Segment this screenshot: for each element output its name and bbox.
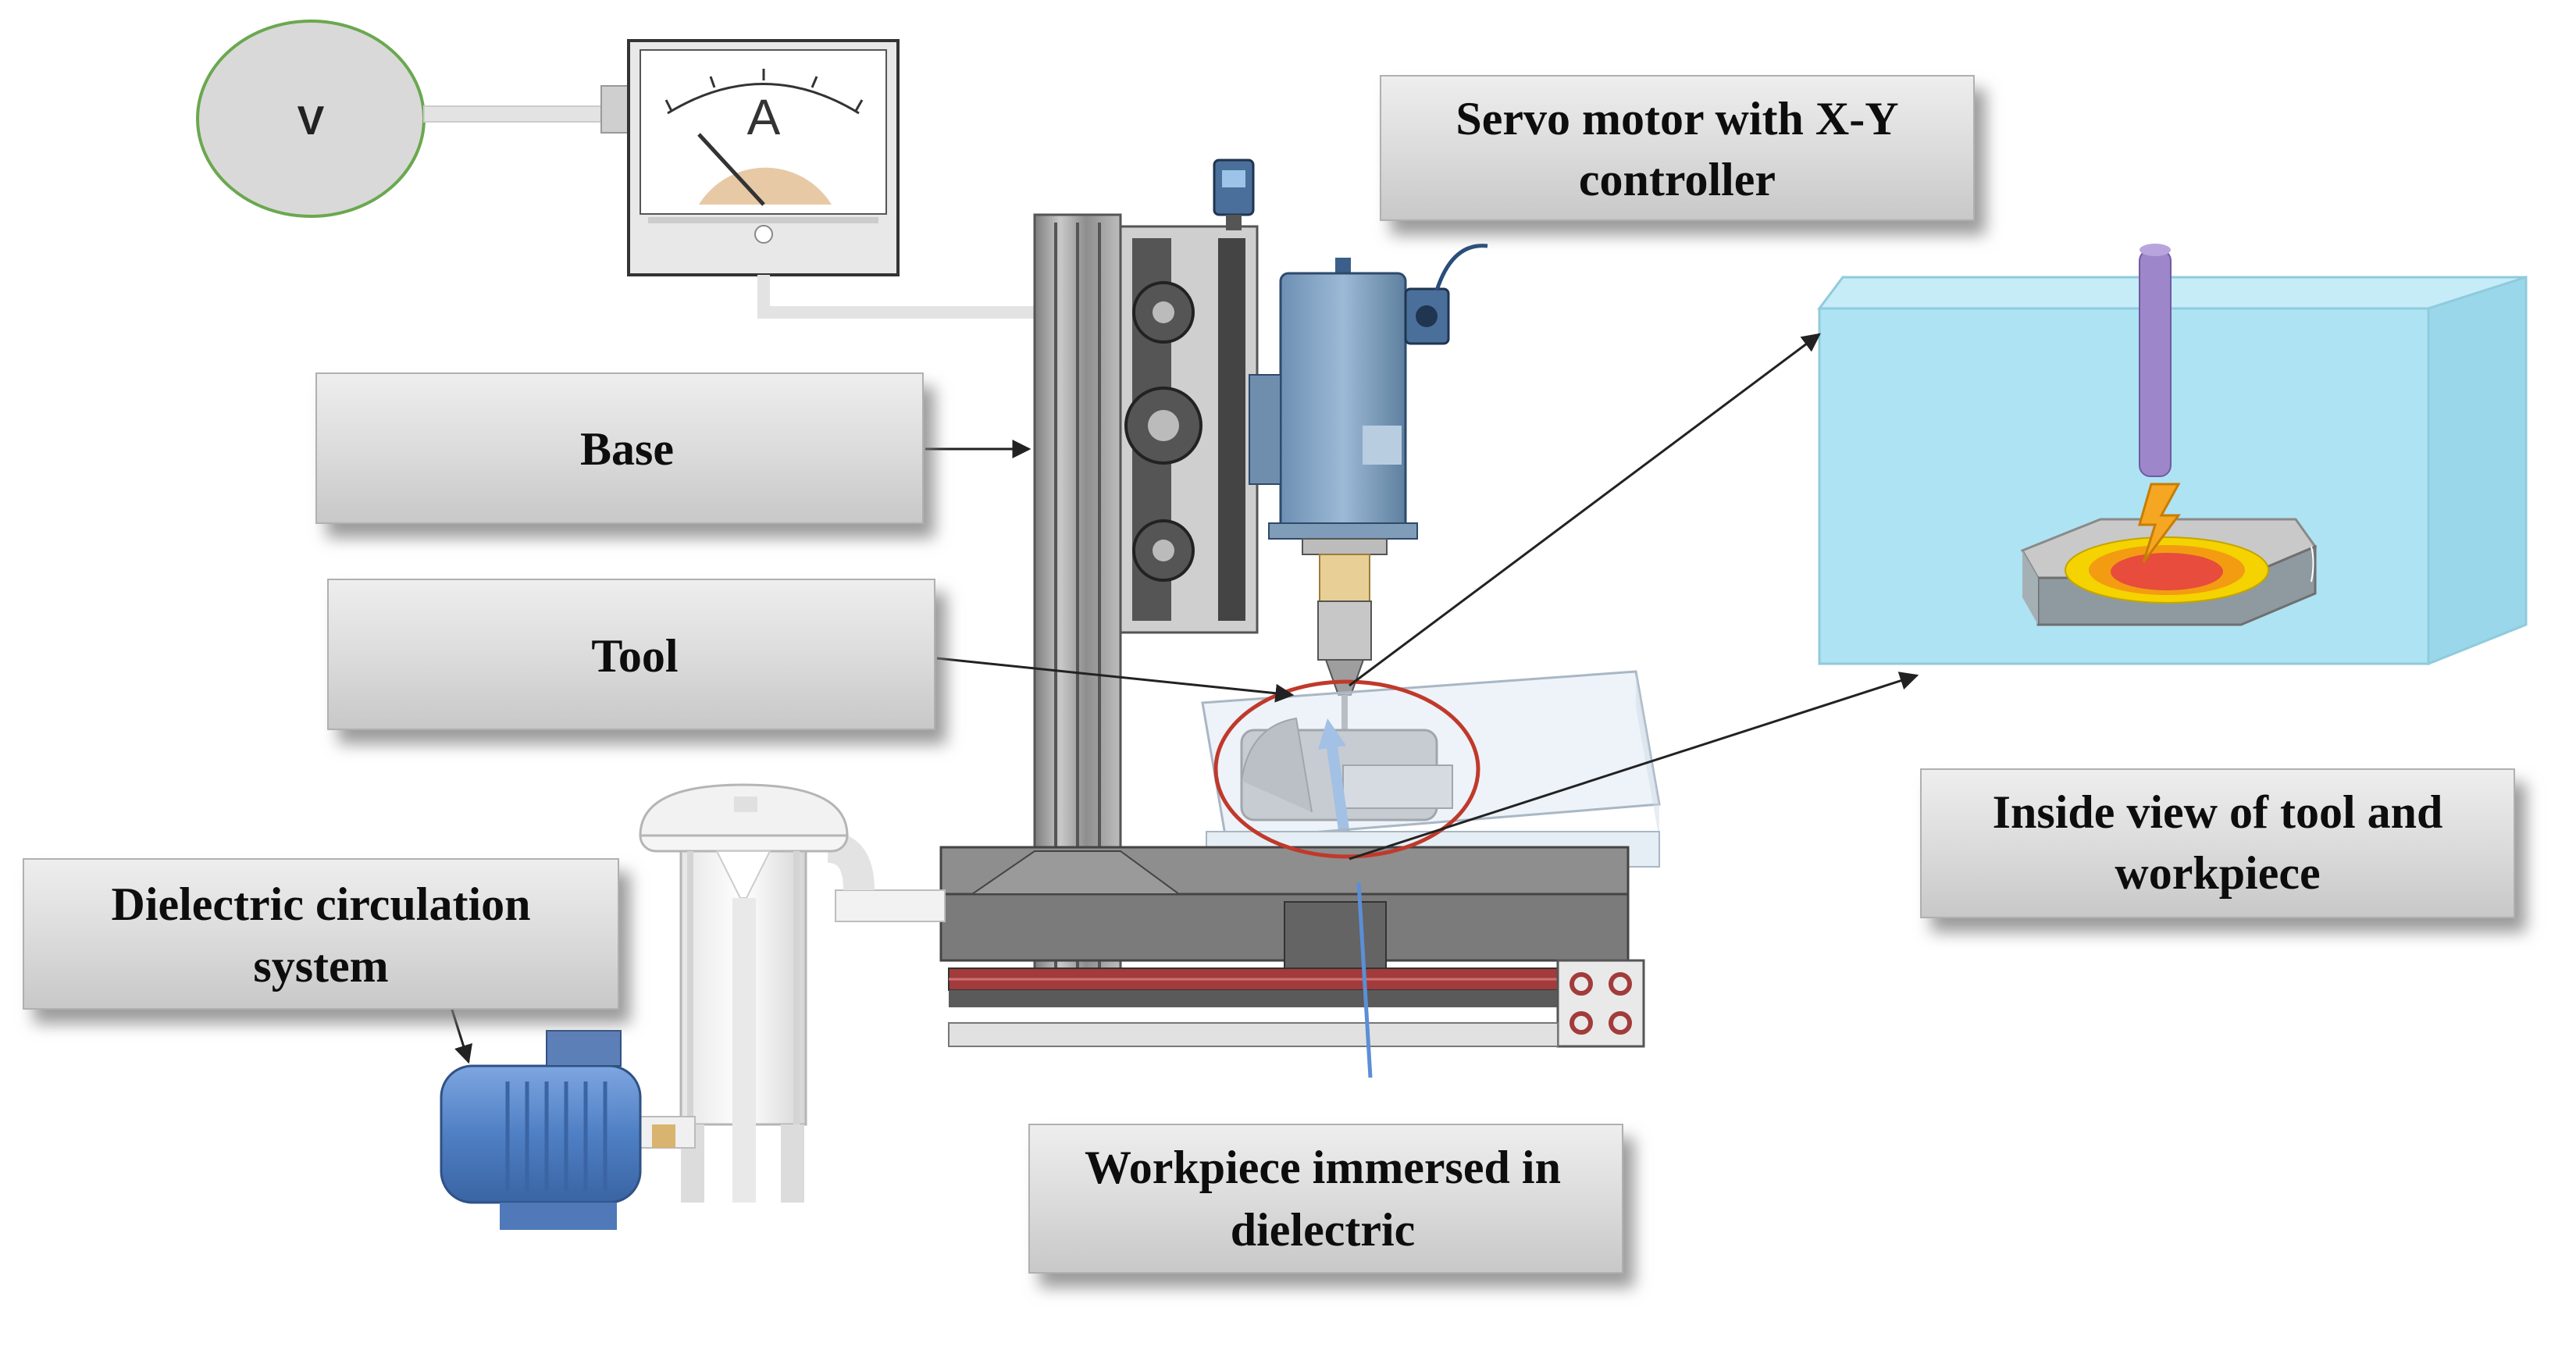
ammeter-symbol: A [747,89,781,145]
label-servo-motor: Servo motor with X-Y controller [1380,75,1975,221]
ammeter-icon: A [600,39,900,276]
label-inside-line2: workpiece [2115,847,2320,899]
pump-motor-icon [440,1030,696,1230]
edm-machine [939,159,1661,1078]
label-base-text: Base [580,423,674,475]
label-tool: Tool [327,579,935,730]
voltmeter-icon: V [196,20,426,218]
label-workpiece-immersed: Workpiece immersed in dielectric [1028,1124,1623,1274]
label-servo-line2: controller [1579,154,1776,205]
arrow-tool [936,657,1295,703]
label-servo-line1: Servo motor with X-Y [1455,93,1898,144]
label-workpiece-line2: dielectric [1231,1204,1416,1256]
voltmeter-symbol: V [298,98,325,144]
arrow-inside-top [1349,333,1821,687]
arrow-inside-bottom [1349,672,1919,861]
wire-ammeter-machine [757,275,1049,326]
tool-electrode [2139,249,2172,477]
wire-voltmeter-ammeter [423,105,608,123]
label-inside-line1: Inside view of tool and [1993,786,2443,838]
label-dielectric-line2: system [253,940,388,992]
spark-zone-highlight [1213,679,1480,859]
inside-view-panel [1817,244,2528,666]
label-dielectric-line1: Dielectric circulation [111,878,530,930]
label-tool-text: Tool [591,630,678,682]
label-workpiece-line1: Workpiece immersed in [1085,1142,1561,1193]
spark-icon [2138,483,2181,563]
label-dielectric-circulation: Dielectric circulation system [23,858,619,1010]
label-inside-view: Inside view of tool and workpiece [1920,768,2515,918]
servo-motor [1249,244,1488,540]
arrow-dielectric [450,1007,472,1064]
label-base: Base [315,372,924,524]
